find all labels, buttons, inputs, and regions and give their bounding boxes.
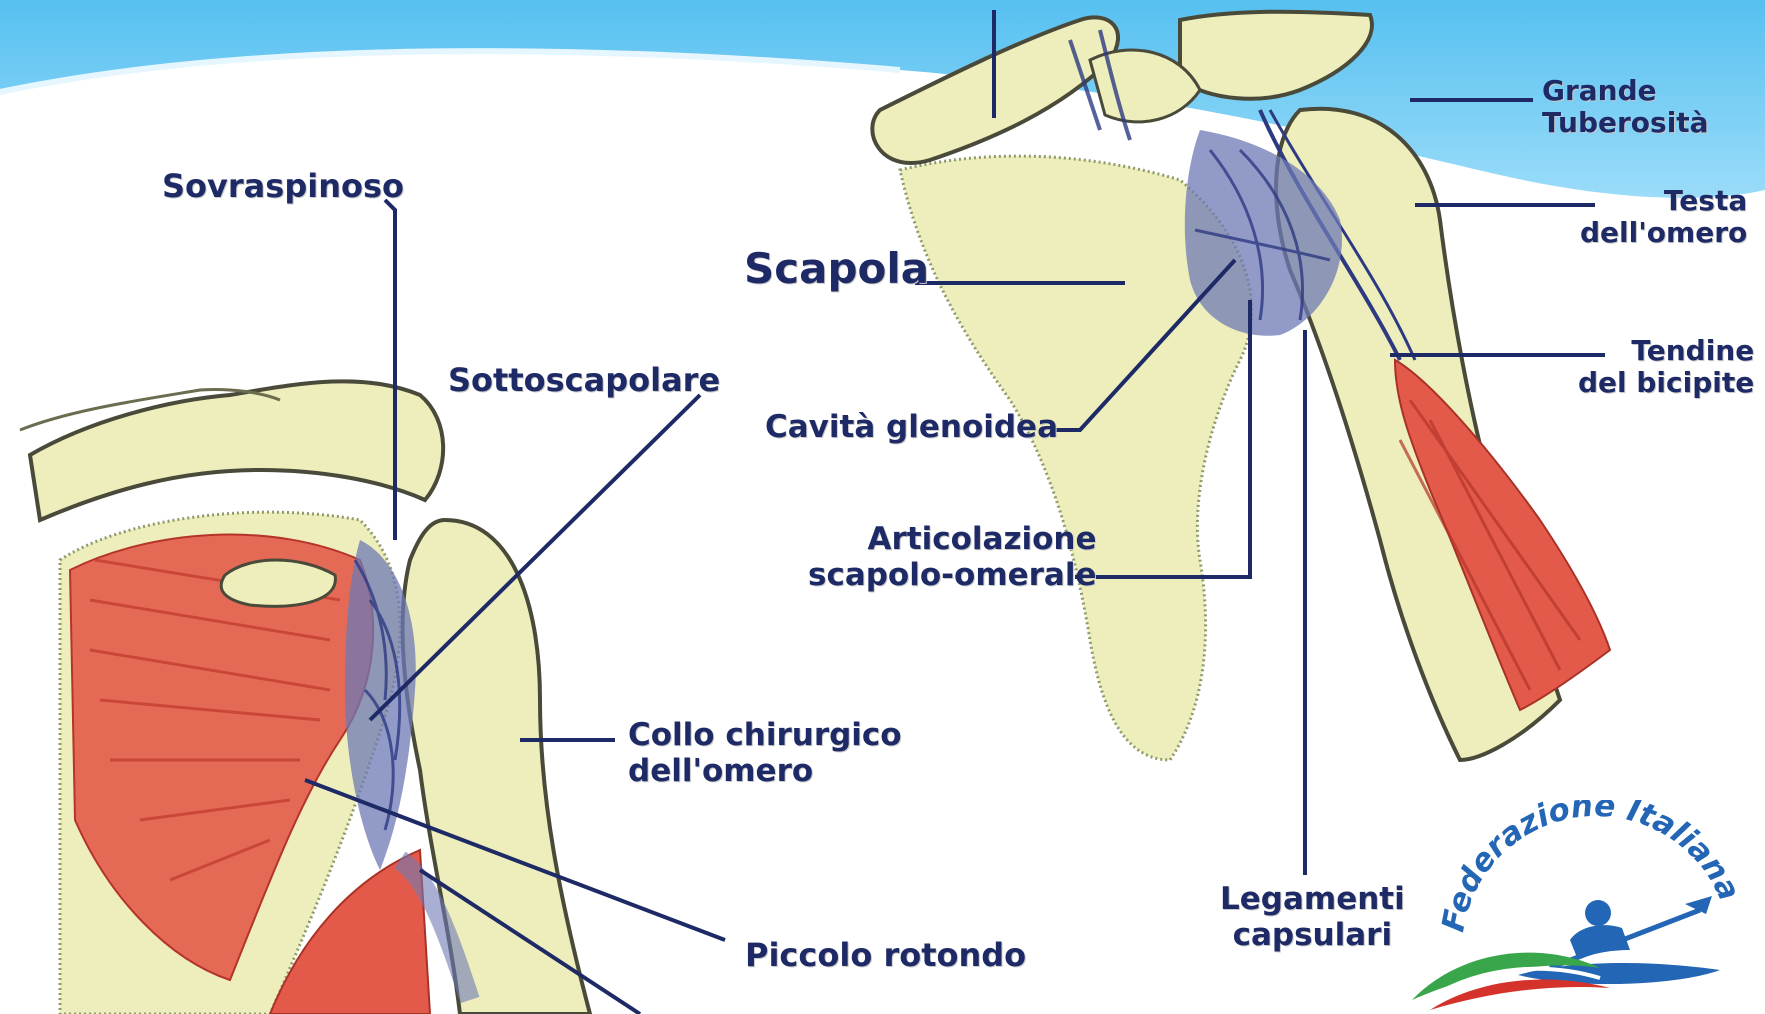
label-tendine-bicipite-line1: Tendine [1578, 335, 1754, 367]
label-collo-chirurgico-line2: dell'omero [628, 754, 902, 790]
label-legamenti-capsulari: Legamenti capsulari [1220, 882, 1405, 953]
leader-cavita-glenoidea [1050, 260, 1235, 430]
label-testa-omero-line2: dell'omero [1580, 217, 1747, 249]
label-tendine-bicipite: Tendine del bicipite [1578, 335, 1754, 399]
label-sottoscapolare: Sottoscapolare [448, 362, 720, 399]
label-scapola: Scapola [744, 245, 929, 293]
label-legamenti-line1: Legamenti [1220, 882, 1405, 918]
label-sovraspinoso: Sovraspinoso [162, 168, 404, 205]
federation-logo: Federazione Italiana [1400, 800, 1760, 1014]
label-tendine-bicipite-line2: del bicipite [1578, 367, 1754, 399]
label-testa-omero: Testa dell'omero [1580, 185, 1747, 249]
leader-sovraspinoso [385, 200, 395, 540]
label-articolazione-line2: scapolo-omerale [808, 558, 1097, 594]
logo-graphic: Federazione Italiana [1400, 800, 1760, 1014]
label-articolazione: Articolazione scapolo-omerale [808, 522, 1097, 593]
label-cavita-glenoidea: Cavità glenoidea [765, 410, 1058, 446]
label-grande-tuberosita: Grande Tuberosità [1542, 75, 1709, 139]
leader-piccolo-rotondo [305, 780, 725, 940]
label-legamenti-line2: capsulari [1220, 918, 1405, 954]
label-piccolo-rotondo: Piccolo rotondo [745, 937, 1026, 974]
label-collo-chirurgico: Collo chirurgico dell'omero [628, 718, 902, 789]
label-grande-tuberosita-line2: Tuberosità [1542, 107, 1709, 139]
leader-lower-left [420, 870, 640, 1014]
label-testa-omero-line1: Testa [1580, 185, 1747, 217]
leader-sottoscapolare [370, 395, 700, 720]
label-collo-chirurgico-line1: Collo chirurgico [628, 718, 902, 754]
label-grande-tuberosita-line1: Grande [1542, 75, 1709, 107]
label-articolazione-line1: Articolazione [808, 522, 1097, 558]
